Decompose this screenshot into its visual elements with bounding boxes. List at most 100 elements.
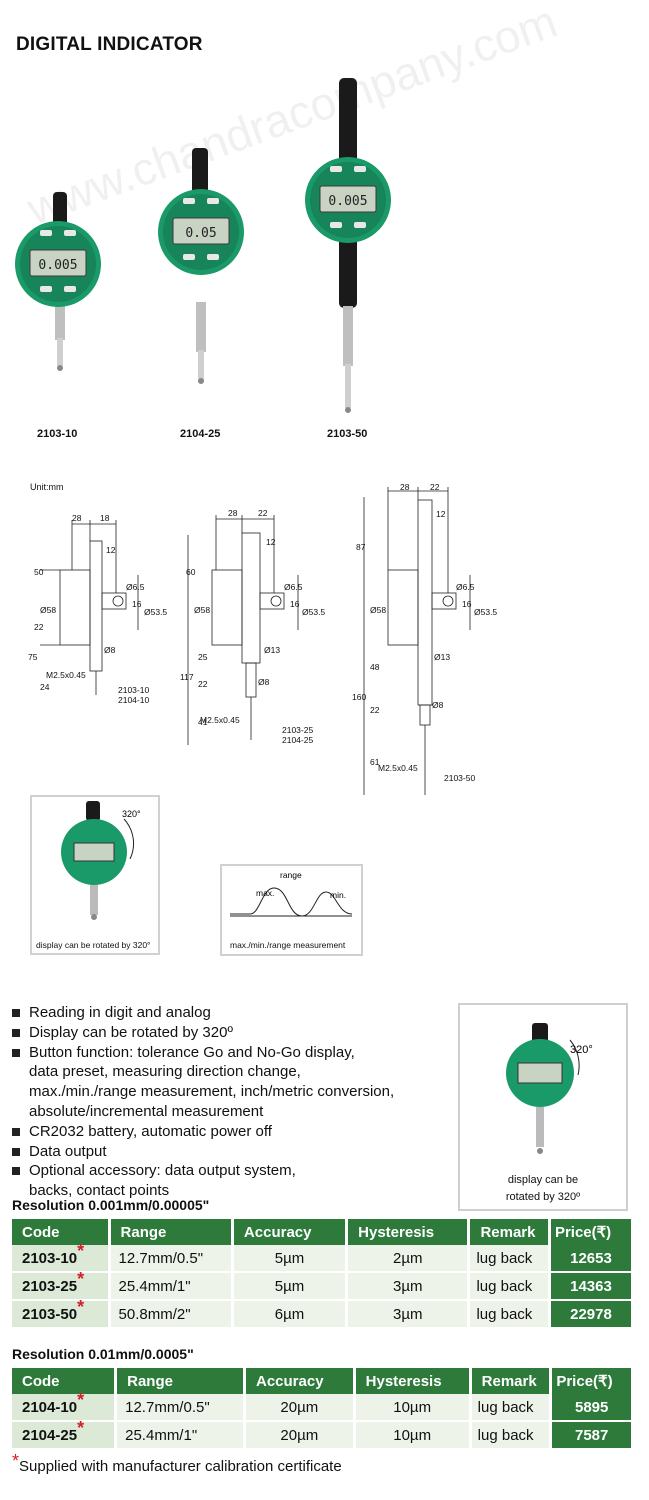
price-cell: 22978 — [550, 1301, 631, 1329]
lcd-readout: 0.005 — [328, 194, 367, 209]
unit-label: Unit:mm — [30, 482, 64, 492]
angle-label: 320° — [122, 809, 141, 819]
dim-label: M2.5x0.45 — [46, 670, 86, 680]
dim-label: 75 — [28, 652, 38, 662]
code-cell: 2104-10* — [12, 1391, 118, 1422]
dim-label: 28 — [400, 482, 410, 492]
dim-label: M2.5x0.45 — [200, 715, 240, 725]
code-cell: 2103-50* — [12, 1298, 111, 1329]
hysteresis-cell: 3µm — [348, 1301, 471, 1329]
dim-label: 12 — [436, 509, 446, 519]
accuracy-cell: 5µm — [233, 1245, 349, 1273]
dim-label: 18 — [100, 513, 110, 523]
col-header: Code — [12, 1368, 118, 1394]
dim-label: 25 — [198, 652, 208, 662]
dim-label: 160 — [352, 692, 366, 702]
dim-label: Ø53.5 — [302, 607, 325, 617]
remark-cell: lug back — [471, 1394, 553, 1422]
accuracy-cell: 6µm — [233, 1301, 349, 1329]
col-header: Price(₹) — [552, 1368, 631, 1394]
dim-label: 48 — [370, 662, 380, 672]
dim-label: 50 — [34, 567, 44, 577]
min-label: min. — [330, 890, 346, 900]
table-row: 2104-10* 12.7mm/0.5" 20µm 10µm lug back … — [12, 1391, 631, 1422]
table-row: 2103-10* 12.7mm/0.5" 5µm 2µm lug back 12… — [12, 1242, 631, 1273]
indicator-2103-10: 0.005 — [15, 192, 101, 371]
resolution-title: Resolution 0.001mm/0.00005" — [12, 1197, 210, 1213]
side-indicator-illustration: 320° — [506, 1023, 593, 1154]
indicator-2103-50: 0.005 — [305, 78, 391, 413]
dim-label: Ø6.5 — [126, 582, 145, 592]
range-cell: 12.7mm/0.5" — [117, 1394, 246, 1422]
dim-label: 22 — [430, 482, 440, 492]
remark-cell: lug back — [470, 1273, 551, 1301]
product-photos: 0.005 0.05 0.005 — [15, 78, 391, 413]
dim-label: 16 — [462, 599, 472, 609]
feature-item: Reading in digit and analog — [10, 1003, 394, 1023]
range-cell: 25.4mm/1" — [117, 1422, 246, 1450]
price-cell: 14363 — [550, 1273, 631, 1301]
col-header: Code — [12, 1219, 111, 1245]
star-mark: * — [77, 1389, 85, 1410]
panel-caption: display can be — [507, 1174, 579, 1186]
dim-label: 117 — [180, 672, 194, 682]
table-row: 2103-25* 25.4mm/1" 5µm 3µm lug back 1436… — [12, 1270, 631, 1301]
col-header: Accuracy — [246, 1368, 356, 1394]
panel-caption: max./min./range measurement — [230, 940, 346, 950]
dim-label: Ø58 — [370, 605, 386, 615]
range-cell: 50.8mm/2" — [110, 1301, 234, 1329]
dim-label: Ø6.5 — [284, 582, 303, 592]
dim-label: 22 — [258, 508, 268, 518]
dim-label: Ø58 — [194, 605, 210, 615]
lcd-readout: 0.005 — [38, 258, 77, 273]
dim-label: Ø8 — [432, 700, 444, 710]
star-mark: * — [77, 1268, 85, 1289]
dim-label: 12 — [266, 537, 276, 547]
dim-label: Ø13 — [434, 652, 450, 662]
col-header: Range — [110, 1219, 234, 1245]
page-title: DIGITAL INDICATOR — [16, 34, 203, 55]
dim-label: 12 — [106, 545, 116, 555]
accuracy-cell: 20µm — [246, 1394, 356, 1422]
dim-label: 28 — [228, 508, 238, 518]
waveform-illustration: range max. min. — [230, 870, 353, 917]
code-cell: 2103-10* — [12, 1242, 111, 1273]
angle-label: 320° — [570, 1044, 593, 1056]
rotation-panel: 320° display can be rotated by 320° — [30, 795, 160, 955]
hysteresis-cell: 3µm — [348, 1273, 471, 1301]
drawing-model: 2103-50 — [444, 773, 475, 783]
col-header: Range — [117, 1368, 246, 1394]
range-cell: 12.7mm/0.5" — [110, 1245, 234, 1273]
model-label: 2103-50 — [327, 428, 368, 440]
spec-table-2: Code Range Accuracy Hysteresis Remark Pr… — [12, 1368, 631, 1450]
remark-cell: lug back — [470, 1245, 551, 1273]
rotated-indicator-illustration: 320° — [61, 801, 141, 920]
dim-label: Ø53.5 — [144, 607, 167, 617]
price-cell: 7587 — [552, 1422, 631, 1450]
model-label: 2104-25 — [180, 428, 221, 440]
indicator-2104-25: 0.05 — [158, 148, 244, 384]
dim-label: 41 — [198, 717, 208, 727]
model-label: 2103-10 — [37, 428, 78, 440]
star-mark: * — [12, 1451, 20, 1471]
drawing-model: 2104-10 — [118, 695, 149, 705]
dim-label: M2.5x0.45 — [378, 763, 418, 773]
accuracy-cell: 5µm — [233, 1273, 349, 1301]
feature-item: CR2032 battery, automatic power off — [10, 1122, 394, 1142]
lcd-readout: 0.05 — [185, 226, 216, 241]
dim-label: Ø53.5 — [474, 607, 497, 617]
feature-list: Reading in digit and analog Display can … — [10, 1003, 394, 1201]
hysteresis-cell: 10µm — [355, 1422, 472, 1450]
dim-label: 60 — [186, 567, 196, 577]
feature-item: Data output — [10, 1142, 394, 1162]
hysteresis-cell: 10µm — [355, 1394, 472, 1422]
price-cell: 5895 — [552, 1394, 631, 1422]
resolution-title: Resolution 0.01mm/0.0005" — [12, 1346, 194, 1362]
hysteresis-cell: 2µm — [348, 1245, 471, 1273]
dim-label: 16 — [132, 599, 142, 609]
table-row: 2103-50* 50.8mm/2" 6µm 3µm lug back 2297… — [12, 1298, 631, 1329]
dim-label: 22 — [198, 679, 208, 689]
star-mark: * — [77, 1417, 85, 1438]
max-label: max. — [256, 888, 274, 898]
col-header: Price(₹) — [550, 1219, 631, 1245]
